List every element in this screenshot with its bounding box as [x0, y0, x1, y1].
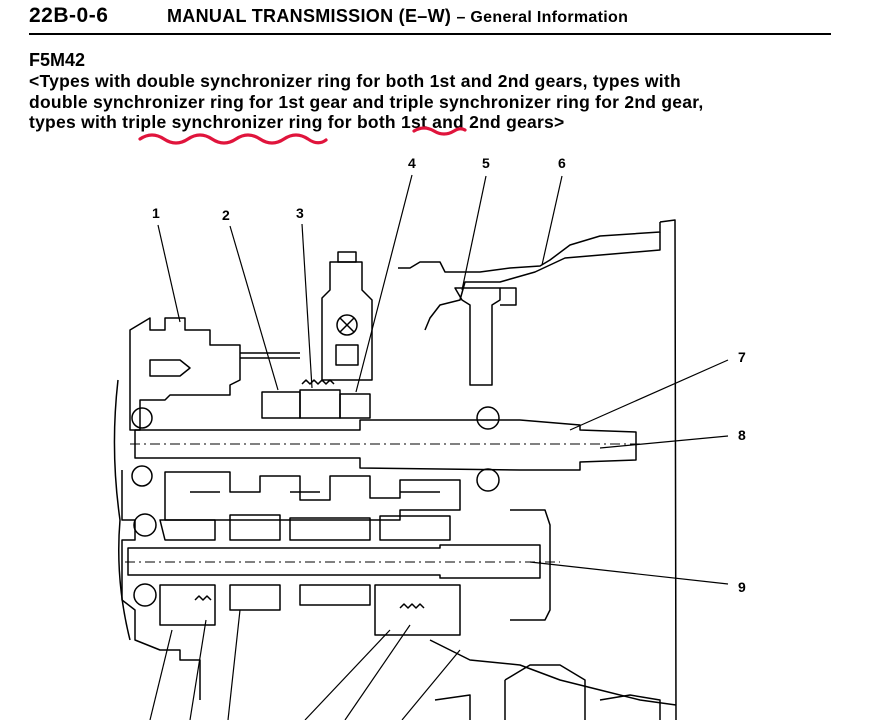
- section-subtitle: – General Information: [456, 9, 629, 26]
- leader-9: [529, 561, 729, 585]
- leader-lower-b: [189, 619, 207, 720]
- shift-bolt: [336, 314, 358, 336]
- right-lower-bearing: [476, 468, 500, 492]
- right-end-housing: [510, 509, 551, 621]
- bottom-bearings: [434, 694, 661, 720]
- callout-3: 3: [296, 205, 304, 221]
- callout-8: 8: [738, 427, 746, 443]
- leader-6: [541, 175, 563, 266]
- right-input-bearing: [476, 406, 500, 430]
- shift-bolt-slot: [339, 317, 355, 333]
- leader-5: [461, 175, 487, 291]
- header-rule: [29, 33, 831, 35]
- input-shaft: [134, 419, 637, 471]
- leader-lower-a: [149, 629, 173, 720]
- upper-gear-2: [339, 393, 371, 419]
- callout-1: 1: [152, 205, 160, 221]
- casing-right-wall: [659, 219, 677, 720]
- leader-1: [157, 224, 181, 323]
- callout-4: 4: [408, 155, 416, 171]
- leader-8: [599, 435, 729, 449]
- right-bearing-support: [454, 287, 501, 386]
- upper-gear-1: [261, 391, 301, 419]
- leader-4: [355, 174, 413, 393]
- section-title-main: MANUAL TRANSMISSION (E–W): [167, 6, 452, 26]
- leader-3: [301, 223, 313, 389]
- left-bolt: [149, 359, 191, 377]
- page-header: 22B-0-6 MANUAL TRANSMISSION (E–W) – Gene…: [0, 0, 876, 40]
- left-main-bearing-top: [133, 513, 157, 537]
- shift-detent: [335, 344, 359, 366]
- upper-synchro-hub: [299, 389, 341, 419]
- leader-2: [229, 225, 279, 391]
- leader-lower-c: [227, 609, 241, 720]
- right-bolt: [500, 287, 517, 306]
- main-upper-gears: [159, 514, 451, 541]
- leader-lower-e: [344, 624, 411, 720]
- leader-lower-f: [401, 649, 461, 720]
- page-code: 22B-0-6: [29, 4, 109, 27]
- left-case-outer: [113, 379, 131, 641]
- leader-7: [569, 359, 729, 431]
- callout-2: 2: [222, 207, 230, 223]
- output-lower-housing: [429, 639, 677, 706]
- section-title: MANUAL TRANSMISSION (E–W) – General Info…: [167, 6, 628, 27]
- shift-housing: [321, 261, 373, 381]
- callout-9: 9: [738, 579, 746, 595]
- callout-7: 7: [738, 349, 746, 365]
- upper-sleeve-teeth: [301, 379, 335, 385]
- leader-lower-d: [304, 629, 391, 720]
- lower-gear-stack: [164, 471, 461, 521]
- left-lower-bearing: [131, 465, 153, 487]
- differential-gear: [504, 664, 586, 720]
- callout-6: 6: [558, 155, 566, 171]
- main-synchro-teeth: [194, 595, 425, 609]
- casing-inner-top: [424, 232, 661, 331]
- types-description: <Types with double synchronizer ring for…: [29, 71, 704, 132]
- main-shaft: [127, 544, 541, 579]
- callout-5: 5: [482, 155, 490, 171]
- shift-housing-cap: [337, 251, 357, 263]
- main-lower-gears: [159, 584, 461, 636]
- left-input-bearing: [131, 407, 153, 429]
- left-housing: [129, 317, 241, 431]
- model-code: F5M42: [29, 50, 86, 70]
- shift-rod: [240, 352, 300, 359]
- casing-top-outline: [398, 222, 661, 273]
- left-main-bearing-bot: [133, 583, 157, 607]
